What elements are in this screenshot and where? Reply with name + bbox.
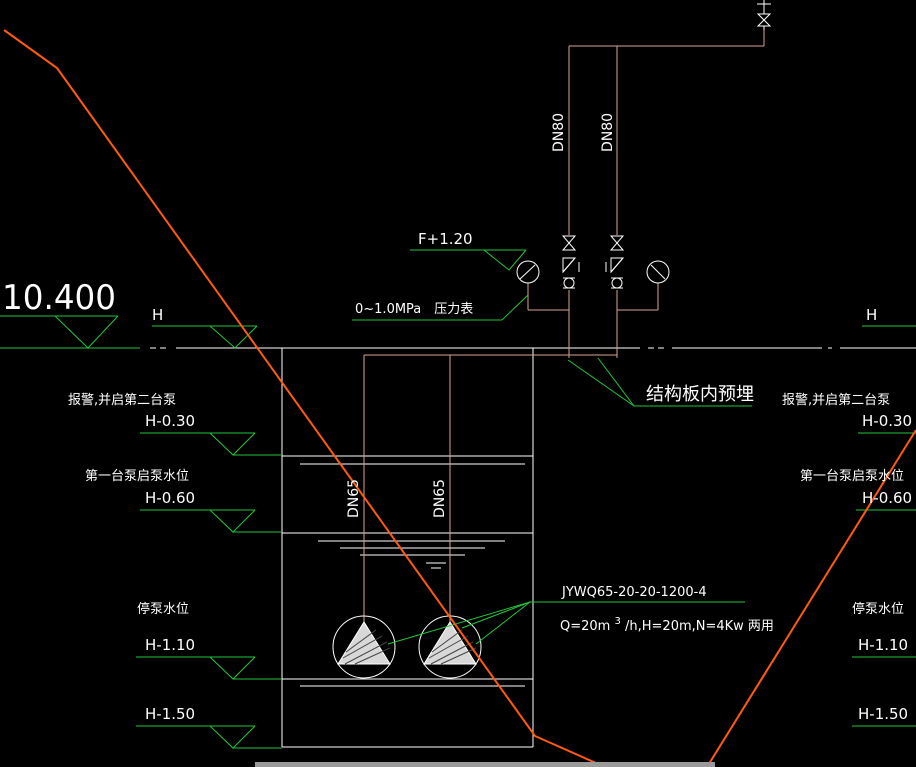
outlet-elevation-label: F+1.20 [418,230,473,248]
valve-top-icon [756,0,772,30]
pump-left-icon [332,615,396,679]
pump-right-icon [418,615,482,679]
drop-right-label: DN65 [432,479,448,518]
level-left-desc: 第一台泵启泵水位 [85,469,189,484]
level-right-value: H-1.10 [858,636,908,654]
level-right-desc: 报警,并启第二台泵 [782,392,890,408]
riser-right-label: DN80 [600,113,616,152]
sump-pit [281,348,534,748]
pump-spec-suffix: /h,H=20m,N=4Kw 两用 [625,619,774,634]
level-right-value: H-1.50 [858,705,908,723]
h-left-label: H [152,306,163,324]
level-left-value: H-1.10 [145,636,195,654]
slope-lines [3,29,916,767]
level-left-value: H-0.60 [145,489,195,507]
pump-model-label: JYWQ65-20-20-1200-4 [561,585,707,600]
level-right-desc: 第一台泵启泵水位 [800,469,904,484]
embed-label: 结构板内预埋 [646,384,754,405]
pipes [363,30,765,622]
level-right-value: H-0.60 [862,489,912,507]
level-right-desc: 停泵水位 [852,601,904,617]
ground-elevation-label: 10.400 [2,278,116,318]
level-left-desc: 停泵水位 [137,601,189,617]
riser-left-label: DN80 [551,113,567,152]
pump-spec-sup: 3 [614,616,620,627]
riser-left-valves-icon [561,235,580,289]
level-left-value: H-0.30 [145,412,195,430]
leaders [0,249,916,749]
h-right-label: H [866,306,877,324]
pressure-gauge-right-icon [646,260,670,284]
pump-spec-prefix: Q=20m [560,619,610,634]
level-left-desc: 报警,并启第二台泵 [68,392,176,408]
level-right-value: H-0.30 [862,412,912,430]
pressure-gauge-left-icon [516,260,540,284]
water-levels [282,455,533,687]
pressure-gauge-label: 0~1.0MPa 压力表 [355,302,473,317]
bottom-bar [255,762,715,767]
drop-left-label: DN65 [346,479,362,518]
level-left-value: H-1.50 [145,705,195,723]
pump-spec-label: Q=20m 3 /h,H=20m,N=4Kw 两用 [560,613,774,634]
riser-right-valves-icon [605,235,625,289]
